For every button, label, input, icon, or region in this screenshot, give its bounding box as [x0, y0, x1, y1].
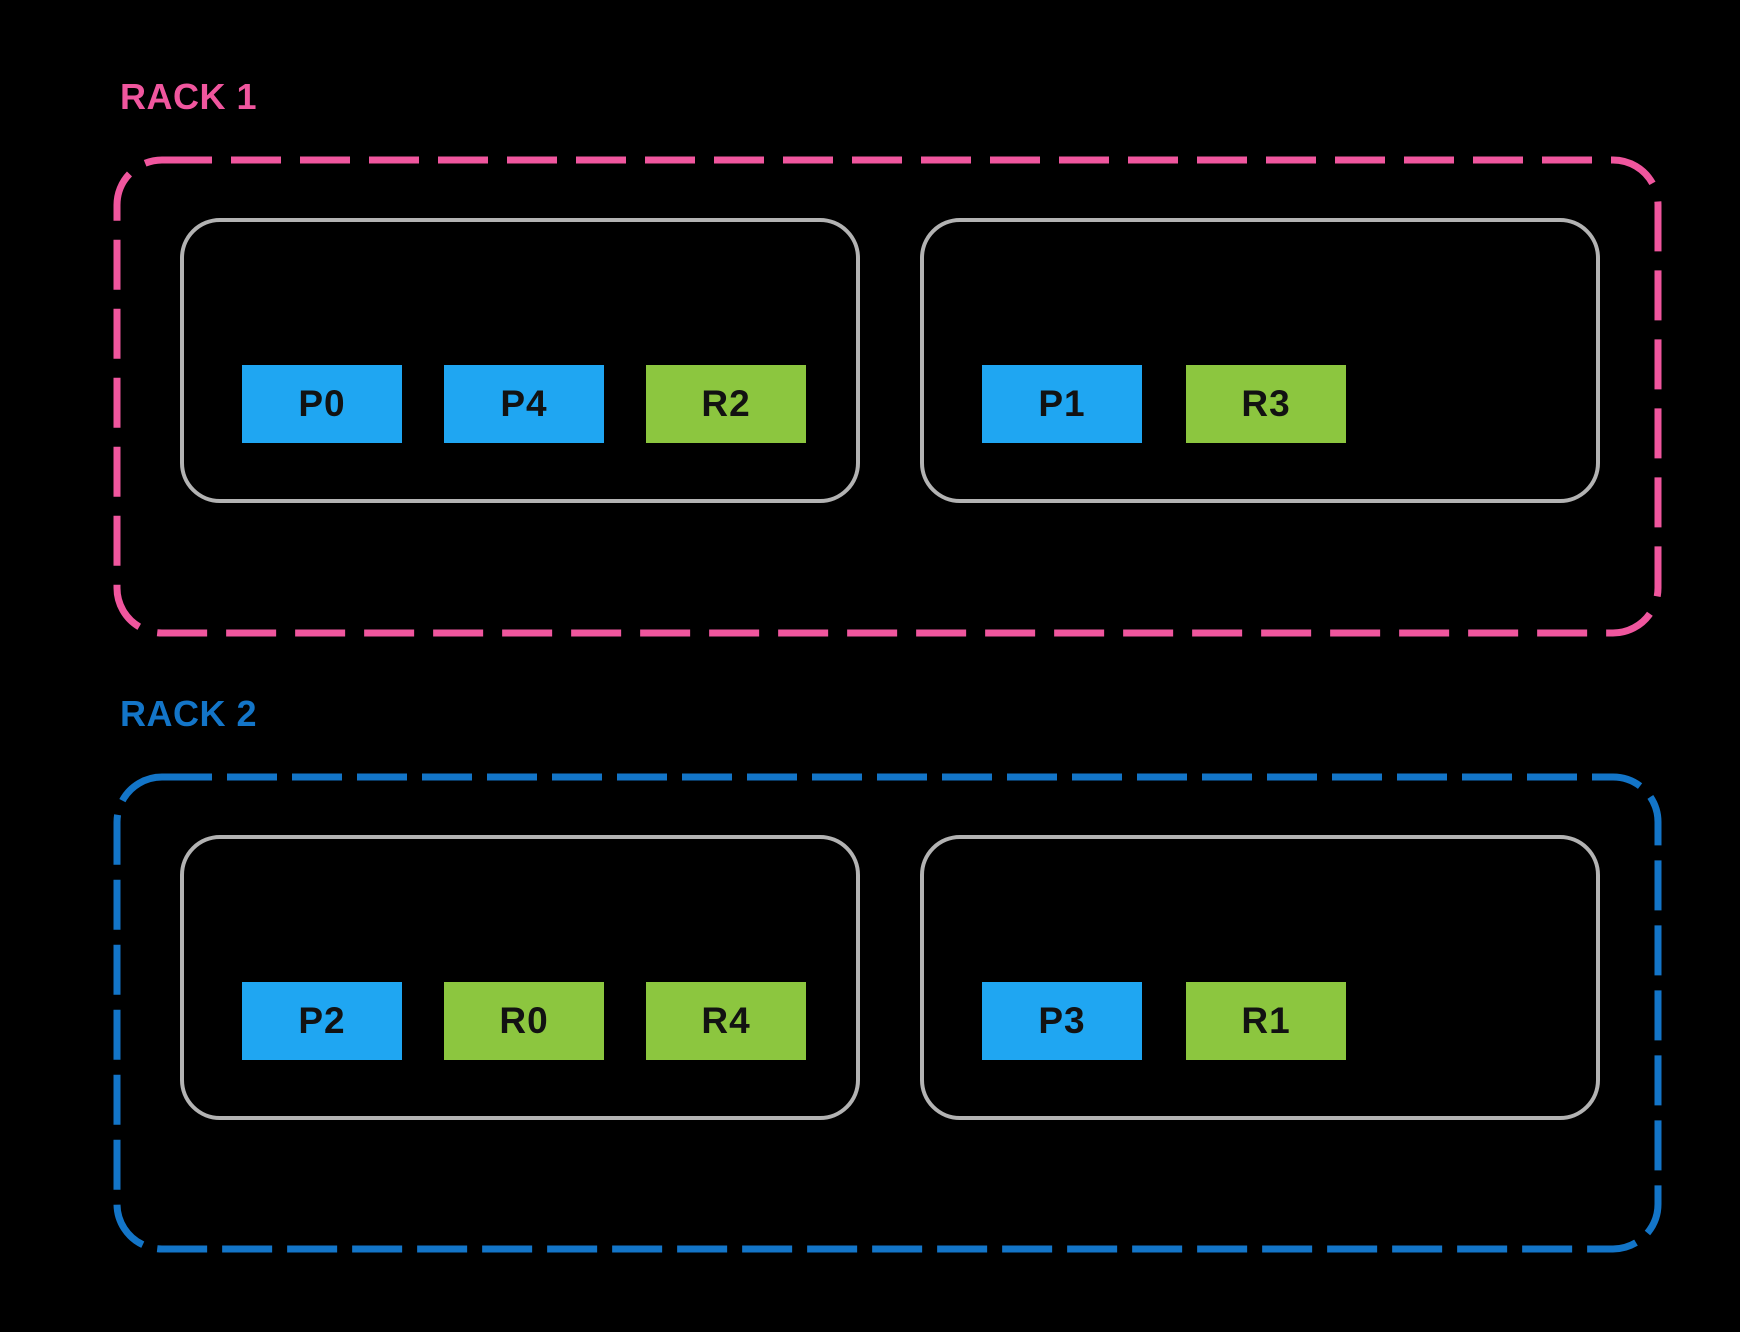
rack-2-host-2: P3 R1 [920, 835, 1600, 1120]
shard-chip-r0: R0 [444, 982, 604, 1060]
rack-2-dashed-border [113, 773, 1662, 1253]
rack-2-label: RACK 2 [120, 693, 258, 734]
rack-1-host-1: P0 P4 R2 [180, 218, 860, 503]
shard-chip-p0: P0 [242, 365, 402, 443]
rack-2-host-1: P2 R0 R4 [180, 835, 860, 1120]
rack-1-dashed-border [113, 156, 1662, 637]
shard-chip-p4: P4 [444, 365, 604, 443]
shard-chip-r1: R1 [1186, 982, 1346, 1060]
rack-1-host-2: P1 R3 [920, 218, 1600, 503]
shard-chip-p2: P2 [242, 982, 402, 1060]
shard-chip-r2: R2 [646, 365, 806, 443]
rack-1-label: RACK 1 [120, 76, 258, 117]
rack-2-border-rect [113, 773, 1662, 1253]
shard-chip-p3: P3 [982, 982, 1142, 1060]
rack-1-border-rect [113, 156, 1662, 637]
shard-chip-p1: P1 [982, 365, 1142, 443]
rack-1: RACK 1 P0 P4 R2 P1 R3 [113, 79, 1662, 637]
shard-chip-r4: R4 [646, 982, 806, 1060]
shard-chip-r3: R3 [1186, 365, 1346, 443]
rack-2: RACK 2 P2 R0 R4 P3 R1 [113, 696, 1662, 1254]
